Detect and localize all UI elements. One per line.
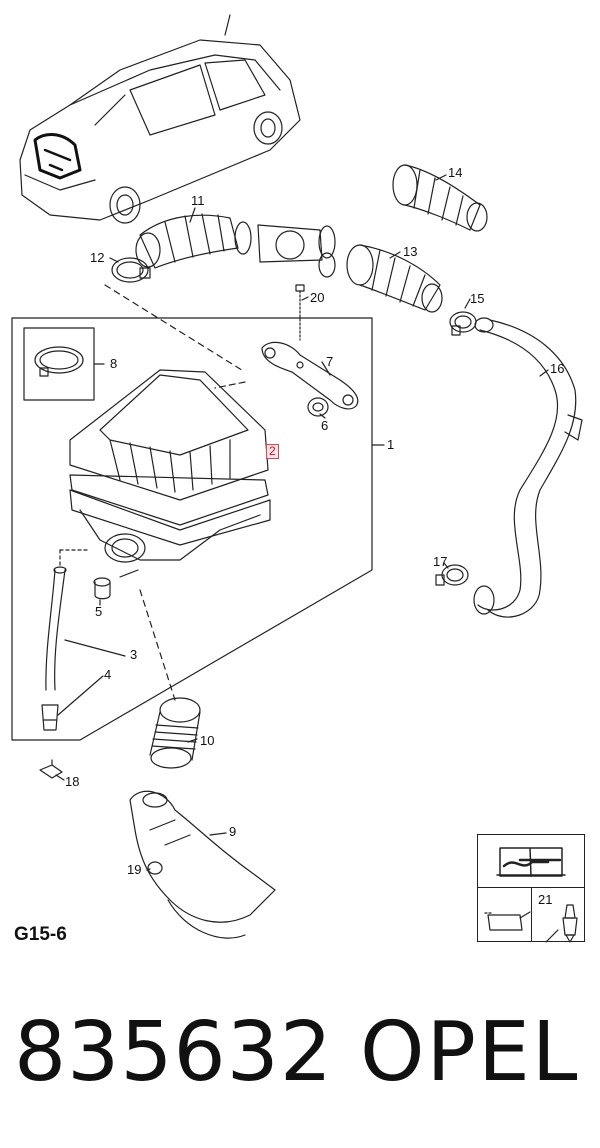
part-4-valve (41, 704, 59, 731)
callout-17: 17 (433, 554, 448, 569)
diagram-code: G15-6 (14, 924, 67, 945)
car-location-icon (19, 14, 301, 224)
workshop-manual-icon (496, 847, 566, 877)
callout-16: 16 (550, 361, 565, 376)
exploded-parts-diagram (11, 14, 583, 943)
callout-8: 8 (110, 356, 118, 371)
info-box-manual-cell (478, 835, 584, 888)
callout-6: 6 (321, 418, 329, 433)
callout-19: 19 (127, 862, 142, 877)
callout-11: 11 (191, 193, 205, 208)
part-3-drain-hose (45, 549, 91, 691)
air-filter-box (69, 369, 271, 563)
callout-3: 3 (130, 647, 138, 662)
callout-15: 15 (470, 291, 485, 306)
part-9-intake-duct (129, 790, 276, 939)
callout-18: 18 (65, 774, 80, 789)
air-mass-sensor (234, 221, 336, 278)
part-7-bracket (261, 341, 359, 410)
lubricant-tube-icon (545, 904, 578, 943)
callout-7: 7 (326, 354, 334, 369)
oil-can-icon (484, 911, 531, 931)
part-19-grommet (147, 861, 163, 875)
part-13-hose (346, 244, 443, 313)
callout-2: 2 (266, 444, 279, 459)
info-box: 21 (477, 834, 585, 942)
callout-13: 13 (403, 244, 418, 259)
part-17-clamp (435, 564, 469, 586)
leader-lines (55, 174, 549, 871)
callout-10: 10 (200, 733, 215, 748)
part-20-screw (295, 284, 305, 341)
callout-14: 14 (448, 165, 463, 180)
part-10-hose (149, 697, 201, 769)
callout-9: 9 (229, 824, 237, 839)
part-number: 835632 (14, 1005, 334, 1100)
callout-21: 21 (538, 892, 553, 907)
part-11-hose (135, 213, 239, 269)
part-12-clamp (111, 257, 151, 283)
brand-name: OPEL (360, 1005, 580, 1100)
part-8-inset (23, 327, 105, 401)
part-16-hose (473, 317, 583, 618)
info-box-divider (531, 887, 532, 941)
callout-4: 4 (104, 667, 112, 682)
callout-12: 12 (90, 250, 105, 265)
callout-20: 20 (310, 290, 325, 305)
assembly-guide-lines (104, 284, 246, 701)
callout-5: 5 (95, 604, 103, 619)
part-18-clip (39, 759, 63, 779)
part-6-grommet (307, 397, 329, 417)
callout-1: 1 (387, 437, 395, 452)
part-5-cap (93, 569, 139, 600)
part-14-hose (392, 164, 488, 232)
part-15-clamp (449, 311, 477, 336)
part-1-frame (11, 317, 385, 741)
